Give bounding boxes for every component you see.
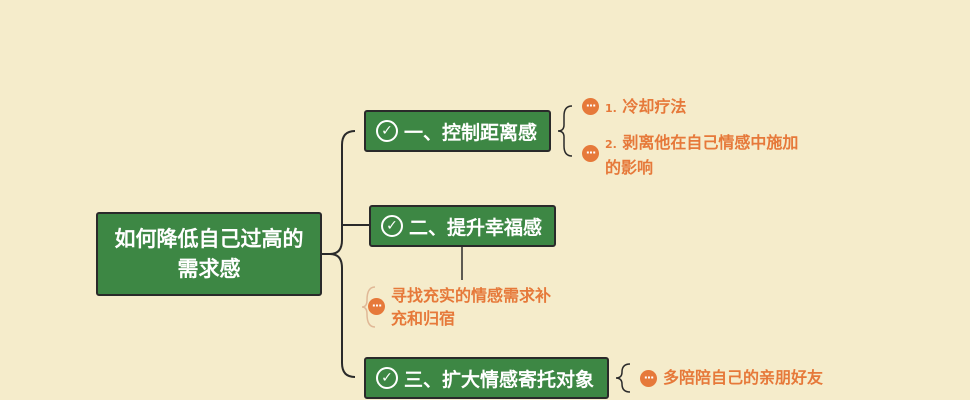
branch-topic-1-label: 一、控制距离感 — [404, 121, 538, 144]
leaf-1-1-number: 1. — [605, 102, 617, 115]
leaf-2-1-text: 寻找充实的情感需求补充和归宿 — [391, 286, 552, 328]
check-circle-icon: ✓ — [376, 120, 398, 142]
branch1-leaf-bracket — [557, 105, 573, 157]
branch-topic-2-label: 二、提升幸福感 — [409, 216, 543, 239]
main-bracket — [329, 130, 356, 378]
leaf-1-2[interactable]: 2. 剥离他在自己情感中施加的影响 — [605, 131, 810, 179]
leaf-2-1[interactable]: 寻找充实的情感需求补充和归宿 — [391, 284, 556, 330]
leaf-1-2-number: 2. — [605, 138, 617, 151]
leaf-1-2-text: 剥离他在自己情感中施加的影响 — [605, 133, 799, 177]
ellipsis-icon: ··· — [582, 98, 599, 115]
branch2-leaf-bracket — [361, 286, 376, 328]
branch-topic-3-label: 三、扩大情感寄托对象 — [404, 368, 595, 391]
ellipsis-icon: ··· — [582, 145, 599, 162]
leaf-3-1[interactable]: 多陪陪自己的亲朋好友 — [663, 366, 823, 389]
branch3-leaf-bracket — [615, 363, 631, 393]
leaf-1-1[interactable]: 1. 冷却疗法 — [605, 95, 686, 120]
check-circle-icon: ✓ — [381, 215, 403, 237]
ellipsis-icon: ··· — [368, 298, 385, 315]
check-circle-icon: ✓ — [376, 367, 398, 389]
leaf-3-1-text: 多陪陪自己的亲朋好友 — [663, 368, 824, 387]
root-topic-label: 如何降低自己过高的需求感 — [114, 227, 304, 281]
root-topic[interactable]: 如何降低自己过高的需求感 — [96, 212, 322, 296]
branch-topic-3[interactable]: ✓ 三、扩大情感寄托对象 — [364, 357, 609, 399]
leaf-1-1-text: 冷却疗法 — [622, 97, 687, 116]
branch-topic-2[interactable]: ✓ 二、提升幸福感 — [369, 205, 556, 247]
ellipsis-icon: ··· — [640, 370, 657, 387]
branch-topic-1[interactable]: ✓ 一、控制距离感 — [364, 110, 551, 152]
